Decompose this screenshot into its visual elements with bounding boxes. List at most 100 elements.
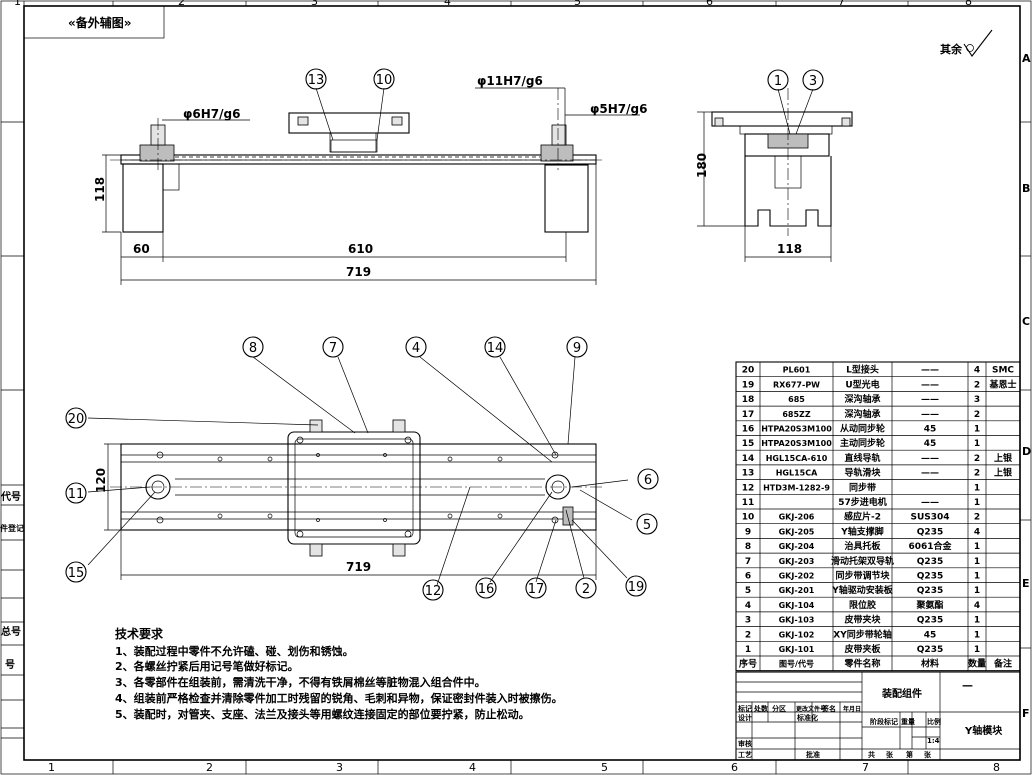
bom-header-cell: 零件名称	[843, 658, 880, 670]
bom-cell-qty: 1	[974, 645, 980, 655]
check-icon	[963, 29, 993, 57]
bom-cell-qty: 1	[974, 616, 980, 626]
roughness-symbol: 其余	[940, 29, 993, 57]
tb-assembly: 装配组件	[881, 687, 922, 700]
note-line: 4、组装前严格检查并清除零件加工时残留的锐角、毛刺和异物，保证密封件装入时被擦伤…	[115, 691, 563, 705]
bom-cell-no: 1	[745, 645, 751, 655]
idler-pulley	[545, 474, 571, 500]
balloon-label: 5	[643, 518, 651, 533]
bom-cell-name: 主动同步轮	[840, 437, 885, 449]
bom-cell-code: GKJ-102	[779, 630, 815, 639]
balloon-1: 1	[767, 69, 789, 91]
bom-cell-no: 11	[742, 498, 755, 508]
motor-left	[122, 163, 164, 233]
bom-cell-code: GKJ-103	[779, 616, 815, 625]
bom-cell-name: 限位胶	[849, 599, 876, 611]
bom-cell-no: 2	[745, 630, 751, 640]
bom-cell-mat: 45	[924, 630, 937, 640]
dim-610: 610	[348, 242, 373, 256]
bom-cell-qty: 1	[974, 483, 980, 493]
bom-cell-mat: ——	[921, 454, 939, 464]
tb-label: 年月日	[843, 705, 861, 713]
bom-header-cell: 材料	[920, 658, 939, 670]
bom-cell-qty: 1	[974, 557, 980, 567]
aux-view-label: «备外辅图»	[68, 15, 132, 30]
bom-cell-mat: 聚氨酯	[915, 599, 943, 611]
balloon-label: 7	[329, 341, 337, 356]
bom-cell-no: 5	[745, 586, 751, 596]
bom-cell-code: GKJ-205	[779, 527, 815, 536]
col-number-top: 2	[178, 0, 185, 8]
col-number-top: 4	[444, 0, 451, 8]
bom-cell-qty: 2	[974, 469, 980, 479]
balloon-label: 20	[68, 412, 85, 427]
balloon-9: 9	[566, 336, 588, 358]
bom-cell-code: GKJ-203	[779, 557, 815, 566]
balloon-12: 12	[422, 579, 444, 601]
strip-label: 件登记	[0, 523, 24, 533]
bom-cell-name: 感应片-2	[844, 511, 881, 523]
col-number-top: 6	[706, 0, 713, 8]
dim-60: 60	[133, 242, 150, 256]
dim-118-left: 118	[93, 177, 107, 202]
dim-120: 120	[94, 468, 108, 493]
bom-cell-code: 685ZZ	[782, 410, 811, 419]
bom-cell-no: 15	[742, 439, 755, 449]
dim-180: 180	[695, 153, 709, 178]
balloon-label: 15	[68, 566, 85, 581]
bom-cell-qty: 2	[974, 454, 980, 464]
col-number-bottom: 6	[731, 761, 738, 774]
bom-cell-qty: 1	[974, 425, 980, 435]
bom-cell-no: 9	[745, 527, 751, 537]
balloon-10: 10	[373, 68, 395, 90]
bom-cell-mat: ——	[921, 469, 939, 479]
bom-cell-no: 17	[742, 410, 755, 420]
bom-cell-code: HGL15CA	[776, 469, 818, 478]
bom-cell-qty: 4	[974, 601, 980, 611]
balloon-8: 8	[242, 336, 264, 358]
bom-cell-mat: ——	[921, 410, 939, 420]
aux-label-box: «备外辅图»	[23, 5, 165, 39]
jig-plate	[288, 112, 410, 134]
bom-cell-no: 10	[742, 513, 755, 523]
col-number-bottom: 8	[993, 761, 1000, 774]
col-number-bottom: 1	[48, 761, 55, 774]
tb-label: 处数	[753, 704, 769, 713]
bom-cell-no: 3	[745, 616, 751, 626]
balloon-7: 7	[322, 336, 344, 358]
bom-cell-mat: 6061合金	[908, 540, 952, 552]
bom-header-cell: 图号/代号	[779, 659, 814, 669]
tb-label: 重量	[901, 717, 915, 726]
balloon-5: 5	[636, 513, 658, 535]
bom-cell-no: 18	[742, 395, 755, 405]
bom-cell-code: GKJ-204	[779, 542, 815, 551]
bom-cell-no: 7	[745, 557, 751, 567]
tb-scale: 1:4	[927, 737, 940, 745]
bom-cell-no: 4	[745, 601, 751, 611]
col-number-top: 8	[965, 0, 972, 8]
bom-cell-qty: 2	[974, 410, 980, 420]
balloon-19: 19	[625, 575, 647, 597]
balloon-label: 1	[774, 74, 782, 89]
col-number-bottom: 5	[601, 761, 608, 774]
bom-cell-mat: Q235	[917, 572, 943, 582]
balloon-4: 4	[405, 336, 427, 358]
bom-cell-code: HTPA20S3M100	[761, 439, 832, 448]
tb-label: 张	[924, 750, 932, 759]
note-line: 2、各螺丝拧紧后用记号笔做好标记。	[115, 659, 299, 673]
balloon-label: 3	[809, 74, 817, 89]
rail-body	[120, 154, 597, 165]
tb-label: 设计	[738, 713, 752, 722]
bom-cell-name: L型接头	[846, 364, 879, 376]
left-register-strip: 代号 件登记 总号 号	[0, 484, 24, 739]
balloon-6: 6	[637, 468, 659, 490]
balloon-label: 11	[68, 487, 85, 502]
bom-cell-name: 同步带	[849, 481, 876, 493]
bom-cell-note: 上银	[994, 452, 1013, 464]
bom-cell-note: SMC	[992, 366, 1014, 376]
bom-cell-mat: 45	[924, 439, 937, 449]
dim-phi11: φ11H7/g6	[477, 74, 543, 88]
bom-header-cell: 序号	[739, 658, 757, 670]
row-letter: D	[1022, 445, 1031, 458]
tb-label: 阶段标记	[870, 717, 898, 726]
